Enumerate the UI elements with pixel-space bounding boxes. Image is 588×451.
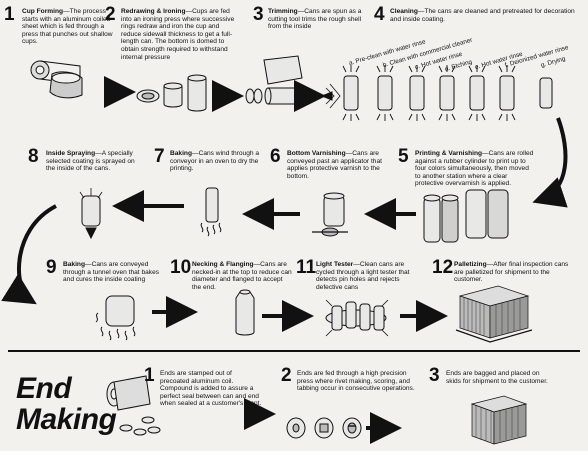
step-baking-oven: Baking—Cans wind through a conveyor in a… — [170, 150, 260, 173]
end-step-number: 1 — [144, 365, 155, 386]
step-number: 1 — [4, 4, 15, 25]
cup-icon — [136, 74, 207, 112]
step-number: 3 — [253, 4, 264, 25]
step-number: 12 — [432, 257, 454, 278]
oven-heat-icon — [95, 295, 136, 341]
step-number: 10 — [170, 257, 192, 278]
step-number: 11 — [296, 257, 317, 278]
step-baking-tunnel: Baking—Cans are conveyed through a tunne… — [63, 261, 160, 284]
step-cup-forming: Cup Forming—The process starts with an a… — [22, 8, 113, 46]
step-number: 2 — [105, 4, 116, 25]
step-number: 6 — [270, 146, 281, 167]
end-step-press: Ends are fed through a high precision pr… — [297, 370, 415, 393]
can-icon — [235, 289, 255, 336]
oven-heat-icon — [200, 187, 222, 237]
step-number: 8 — [28, 146, 39, 167]
step-necking-flanging: Necking & Flanging—Cans are necked-in at… — [192, 261, 292, 291]
can-icon — [312, 192, 348, 237]
step-number: 9 — [46, 257, 57, 278]
pallet-icon — [455, 285, 533, 343]
pallet-icon — [470, 395, 528, 445]
can-icon — [325, 299, 389, 337]
arrow-icon — [1, 204, 57, 305]
end-step-number: 2 — [281, 365, 292, 386]
step-printing-varnishing: Printing & Varnishing—Cans are rolled ag… — [415, 150, 534, 188]
end-lid-icon — [286, 417, 362, 439]
step-number: 5 — [398, 146, 409, 167]
end-step-stamping: Ends are stamped out of precoated alumin… — [160, 370, 262, 408]
step-inside-spraying: Inside Spraying—A specially selected coa… — [46, 150, 135, 173]
coil-icon — [106, 375, 161, 436]
step-number: 4 — [374, 4, 385, 25]
spray-nozzle-icon — [320, 65, 553, 121]
step-palletizing: Palletizing—After final inspection cans … — [454, 261, 569, 284]
can-icon — [423, 189, 509, 243]
end-making-title: End Making — [16, 372, 117, 436]
coil-icon — [30, 60, 83, 99]
step-bottom-varnishing: Bottom Varnishing—Cans are conveyed past… — [287, 150, 382, 180]
step-redrawing-ironing: Redrawing & Ironing—Cups are fed into an… — [121, 8, 235, 61]
step-trimming: Trimming—Cans are spun as a cutting tool… — [268, 8, 362, 31]
step-number: 7 — [154, 146, 165, 167]
spray-nozzle-icon — [79, 188, 103, 240]
end-step-number: 3 — [429, 365, 440, 386]
arrow-icon — [532, 117, 568, 208]
step-light-tester: Light Tester—Clean cans are cycled throu… — [316, 261, 410, 291]
step-cleaning: Cleaning—The cans are cleaned and pretre… — [390, 8, 575, 23]
end-step-bagging: Ends are bagged and placed on skids for … — [446, 370, 548, 385]
can-icon — [245, 55, 303, 105]
